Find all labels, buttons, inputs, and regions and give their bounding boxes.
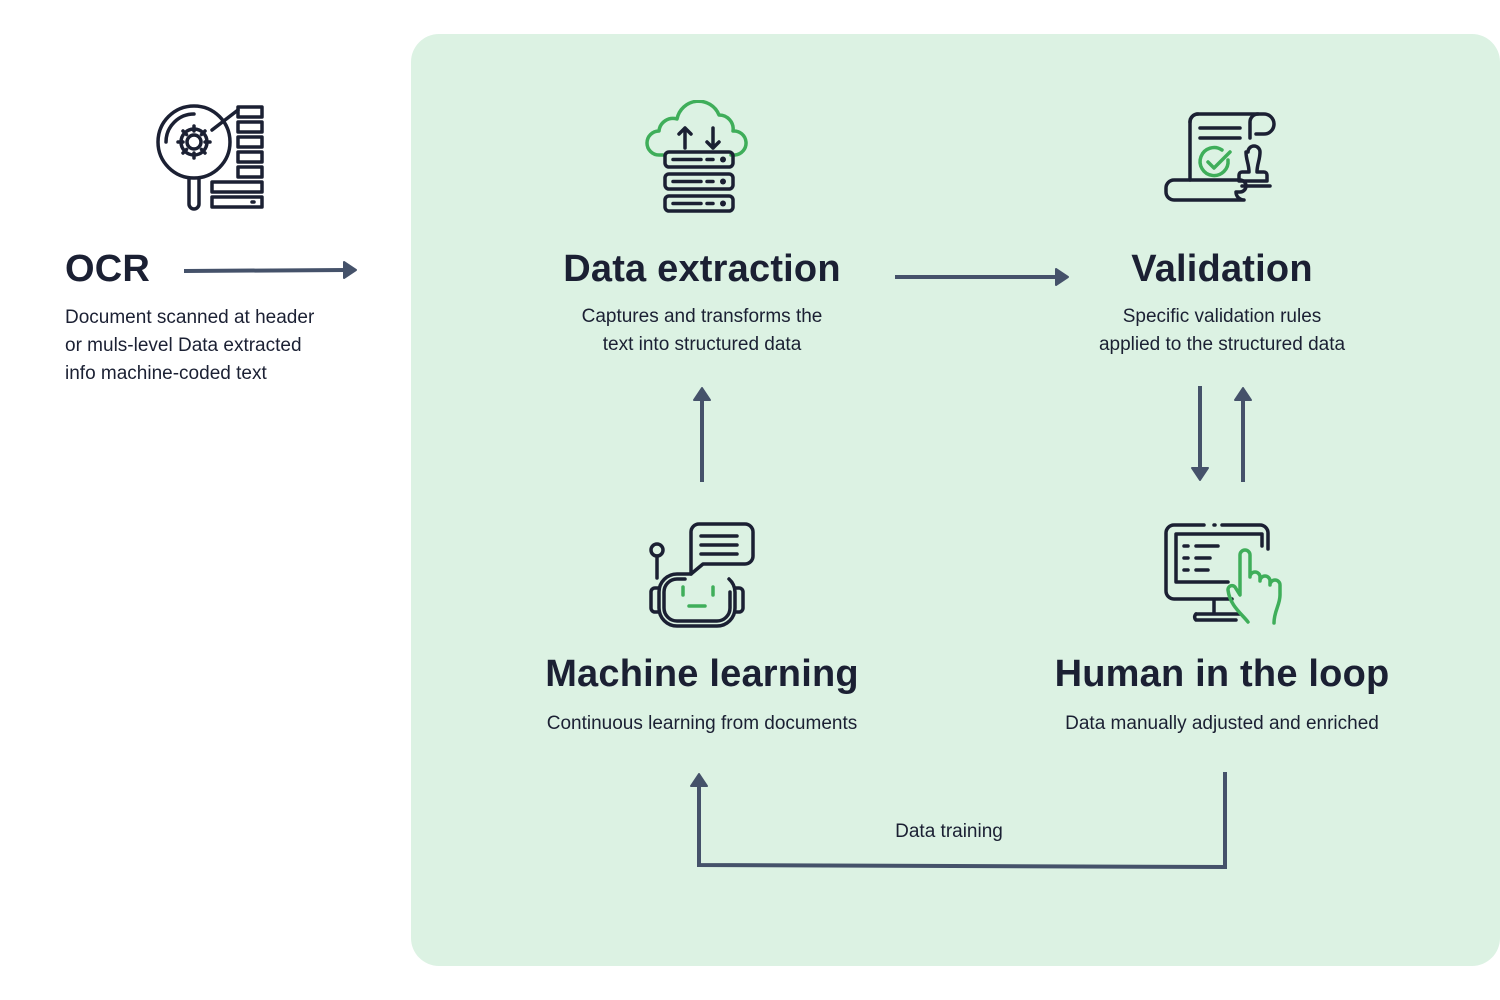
ocr-description: Document scanned at header or muls-level… bbox=[65, 304, 385, 388]
arrow-ocr-to-extraction bbox=[183, 268, 347, 273]
document-stamp-check-icon bbox=[1162, 110, 1282, 211]
ocr-icon bbox=[152, 100, 272, 220]
validation-title: Validation bbox=[1131, 248, 1313, 290]
human-in-the-loop-title: Human in the loop bbox=[1054, 653, 1390, 695]
arrowhead-right bbox=[343, 261, 357, 279]
data-extraction-description-line: Captures and transforms the bbox=[581, 306, 823, 327]
data-extraction-description-line: text into structured data bbox=[602, 334, 802, 355]
ocr-title: OCR bbox=[65, 248, 151, 290]
validation-description-line: Specific validation rules bbox=[1122, 306, 1322, 327]
cloud-server-icon bbox=[643, 99, 755, 220]
ocr-description-line: or muls-level Data extracted bbox=[65, 335, 302, 356]
validation-description-line: applied to the structured data bbox=[1098, 334, 1346, 355]
machine-learning-description: Continuous learning from documents bbox=[482, 710, 922, 738]
data-training-label: Data training bbox=[895, 821, 1003, 842]
ocr-description-line: info machine-coded text bbox=[65, 363, 267, 384]
machine-learning-description-line: Continuous learning from documents bbox=[546, 713, 858, 734]
human-in-the-loop-description-line: Data manually adjusted and enriched bbox=[1065, 713, 1379, 734]
data-extraction-title: Data extraction bbox=[563, 248, 841, 290]
machine-learning-title: Machine learning bbox=[545, 653, 859, 695]
monitor-touch-hand-icon bbox=[1162, 520, 1282, 633]
validation-description: Specific validation rules applied to the… bbox=[1022, 303, 1422, 359]
ocr-description-line: Document scanned at header bbox=[65, 307, 315, 328]
data-extraction-description: Captures and transforms the text into st… bbox=[502, 303, 902, 359]
robot-chat-icon bbox=[643, 520, 757, 637]
human-in-the-loop-description: Data manually adjusted and enriched bbox=[1002, 710, 1442, 738]
